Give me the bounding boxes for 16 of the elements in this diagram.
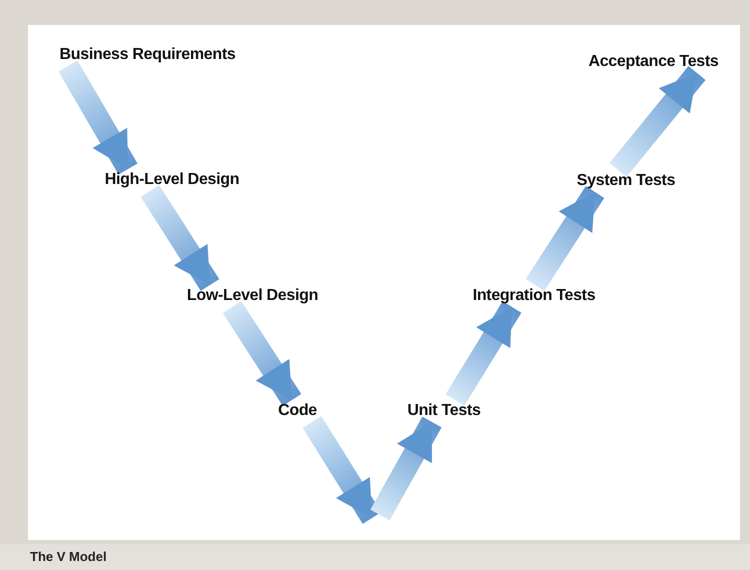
arrow — [446, 301, 522, 406]
step-label: Acceptance Tests — [588, 53, 719, 71]
step-label: High-Level Design — [104, 171, 240, 189]
step-label: Unit Tests — [407, 402, 481, 420]
arrow — [222, 301, 302, 406]
arrow — [609, 66, 706, 177]
step-label: System Tests — [576, 172, 676, 190]
step-label: Code — [278, 402, 317, 420]
step-label: Low-Level Design — [186, 287, 318, 305]
arrow — [370, 416, 442, 520]
step-label: Integration Tests — [472, 287, 596, 305]
arrow — [140, 185, 220, 291]
figure-caption: The V Model — [30, 549, 107, 564]
arrow — [58, 60, 138, 175]
step-label: Business Requirements — [60, 46, 236, 64]
arrow — [526, 186, 604, 291]
